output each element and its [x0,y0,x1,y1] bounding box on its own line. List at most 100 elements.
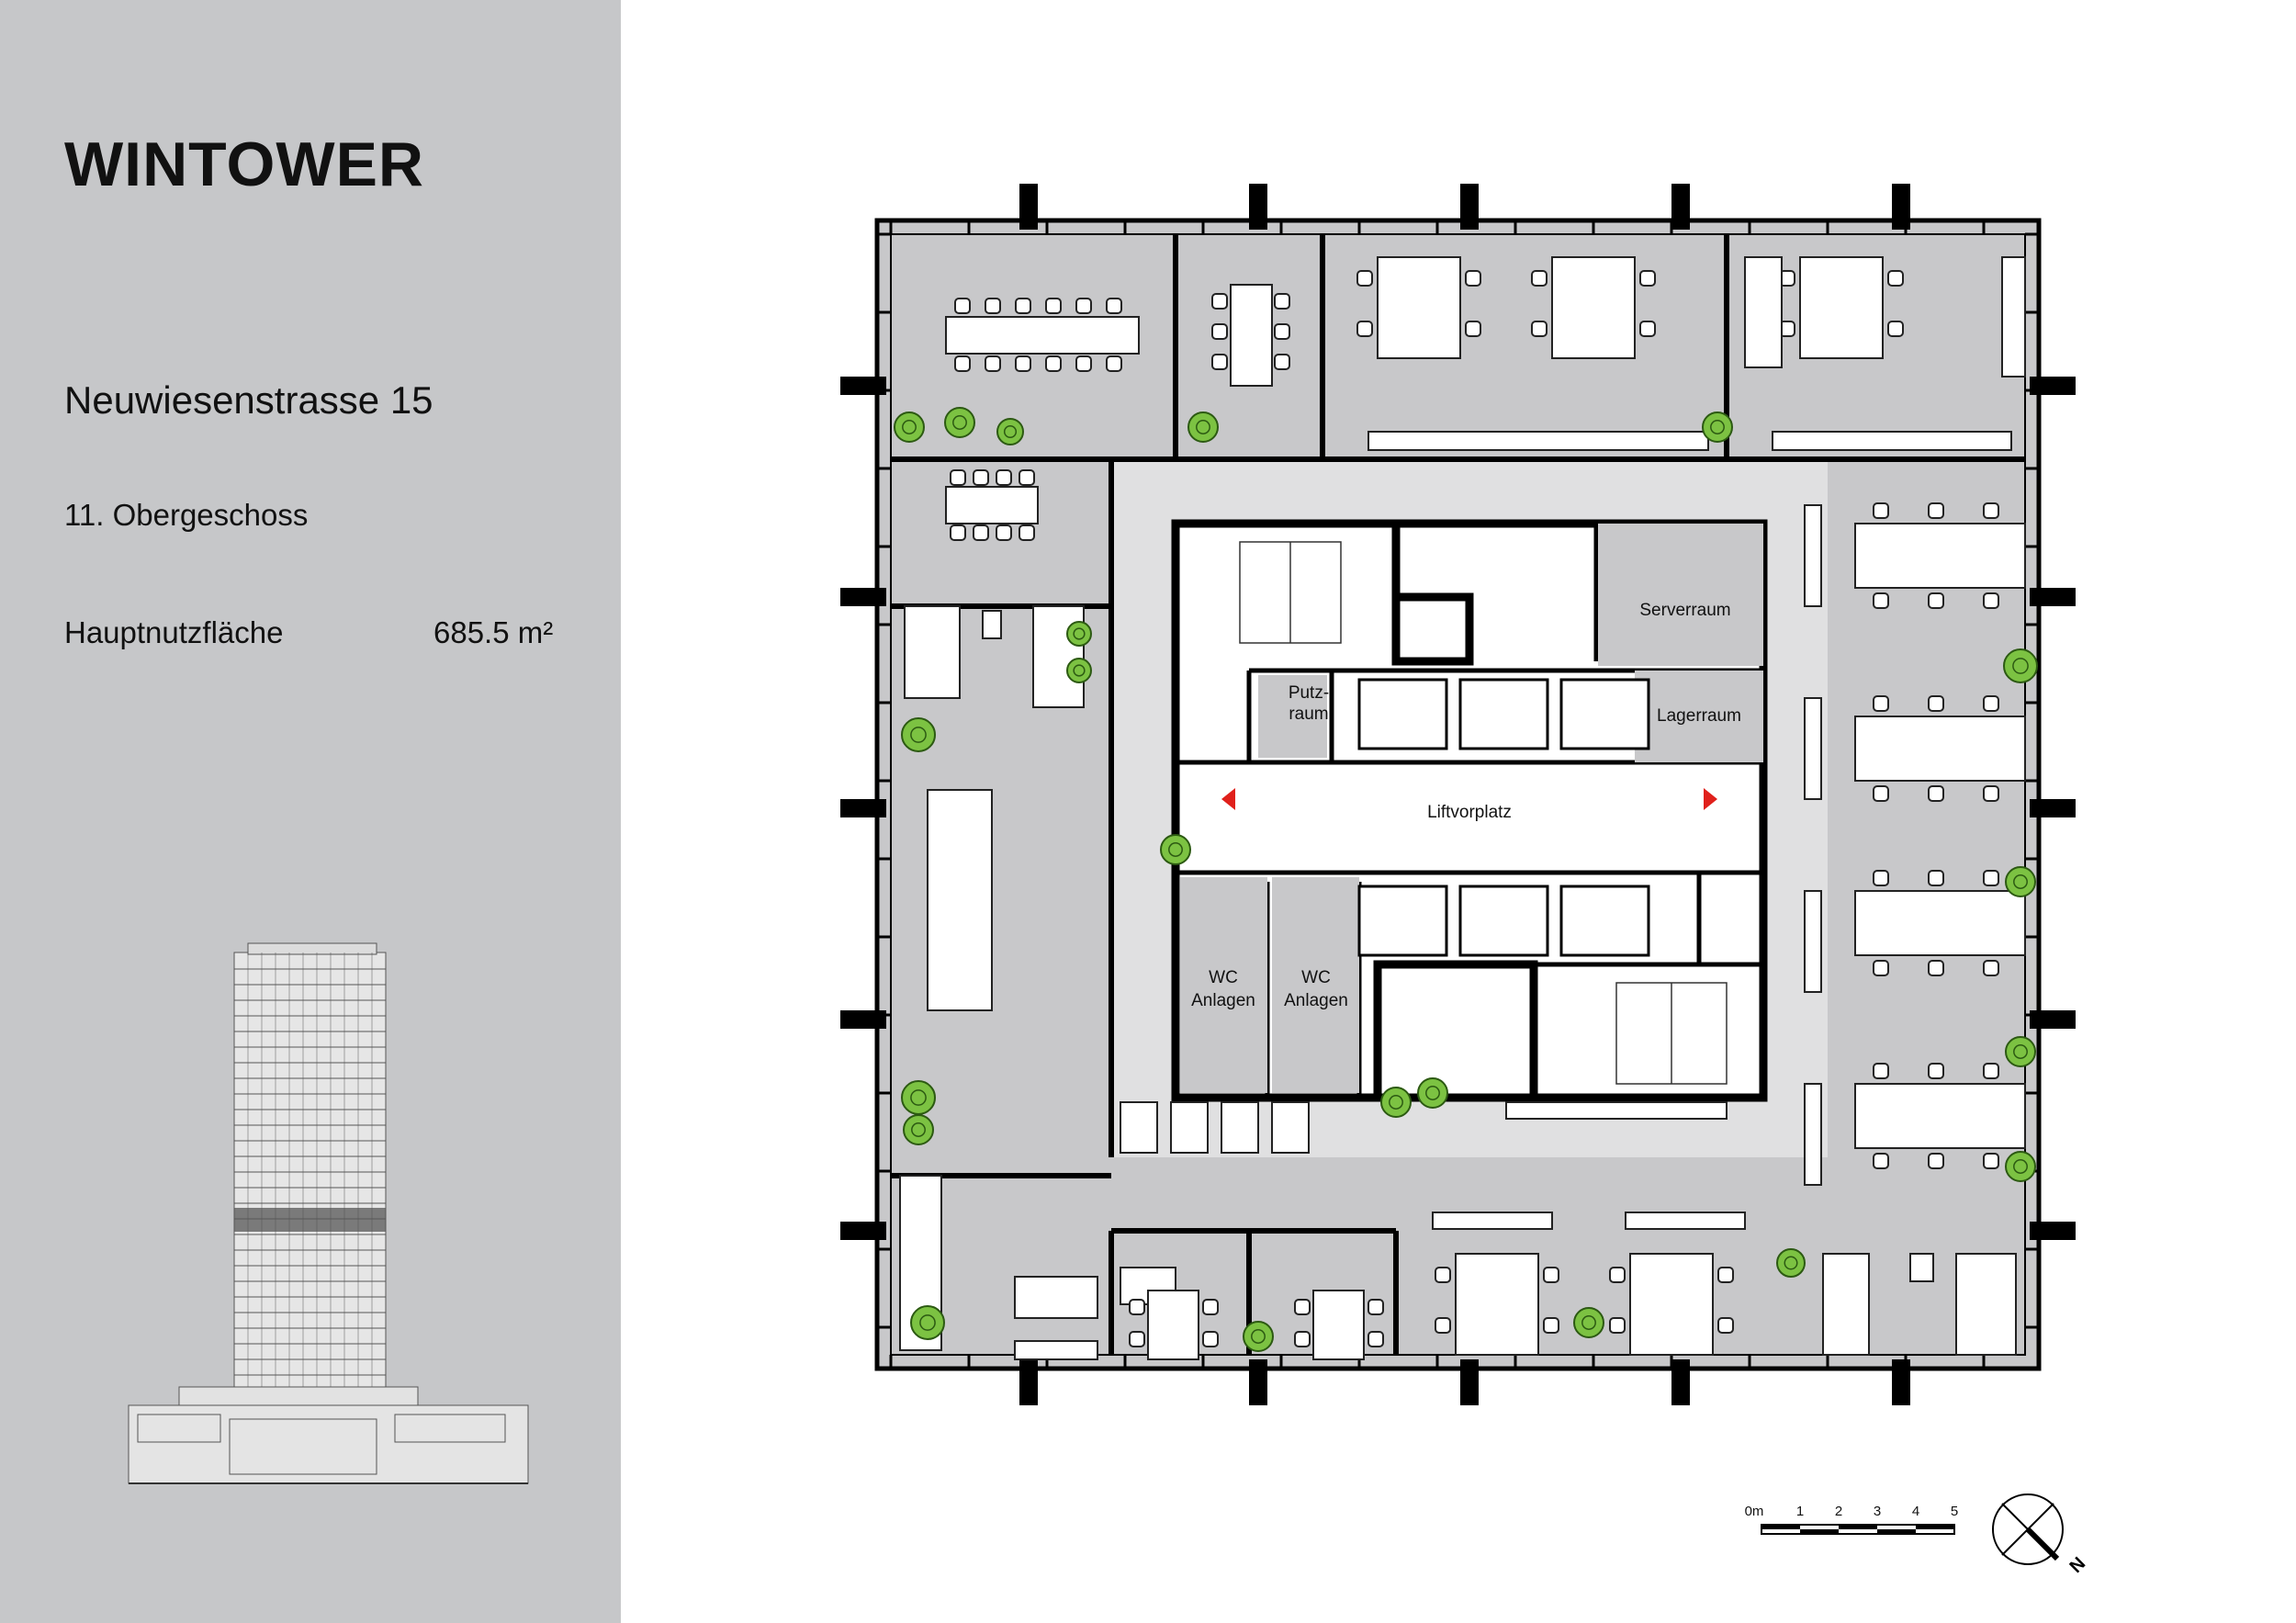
elevators [1357,678,1650,957]
scale-label-1: 1 [1796,1504,1804,1519]
chair [1717,1317,1734,1334]
chair [950,469,966,486]
desk [1170,1101,1209,1154]
chair [1928,870,1944,886]
chair [1873,960,1889,976]
plant-icon [901,1080,936,1115]
chair [1928,1153,1944,1169]
desk [1120,1101,1158,1154]
column [1019,184,1038,230]
chair [1211,354,1228,370]
chair [1873,870,1889,886]
chair [1543,1267,1559,1283]
column [2030,1222,2076,1240]
desk [1230,284,1273,387]
column [2030,1010,2076,1029]
column [840,1222,886,1240]
chair [1928,785,1944,802]
column [840,799,886,817]
chair [1465,270,1481,287]
plant-icon [1702,411,1733,443]
plant-icon [1160,834,1191,865]
tower-mullion-lines [247,952,373,1401]
scale-bar: 0m 1 2 3 4 5 [1745,1504,1958,1535]
plant-icon [2005,1036,2036,1067]
chair [1106,298,1122,314]
wc-right-label-1: WC [1301,968,1331,987]
cleaning-room-fill [1258,675,1327,758]
desk [1014,1276,1098,1319]
chair [1873,592,1889,609]
chair [1928,1063,1944,1079]
chair [1294,1331,1311,1347]
plant-icon [1243,1321,1274,1352]
plant-icon [1776,1248,1806,1278]
column [840,1010,886,1029]
chair [1639,321,1656,337]
liftvorplatz-label: Liftvorplatz [1427,803,1512,822]
plant-icon [901,717,936,752]
desk [982,610,1002,639]
chair [1873,785,1889,802]
plant-icon [996,418,1024,445]
chair [1609,1267,1626,1283]
tower-floor-lines [234,968,386,1392]
desk [945,316,1140,355]
chair [1106,355,1122,372]
plant-icon [910,1305,945,1340]
chair [1015,355,1031,372]
tower-elevation-drawing [128,942,529,1484]
chair [1019,469,1035,486]
north-label: N [2066,1553,2090,1577]
desk [927,789,993,1011]
server-room-fill [1598,524,1763,666]
chair [1202,1331,1219,1347]
chair [1274,354,1290,370]
desk [1822,1253,1870,1356]
column [1460,1359,1479,1405]
desk [1432,1212,1553,1230]
serverraum-label: Serverraum [1639,601,1730,620]
chair [1129,1299,1145,1315]
desk [904,605,961,699]
desk [1505,1101,1728,1120]
desk [1367,431,1709,451]
chair [1983,1153,1999,1169]
scale-label-5: 5 [1951,1504,1958,1519]
desk [945,486,1039,524]
desk [2001,256,2026,378]
chair [1356,321,1373,337]
chair [1367,1299,1384,1315]
chair [1274,293,1290,310]
chair [1928,960,1944,976]
building-title: WINTOWER [64,130,425,199]
chair [1211,293,1228,310]
chair [1465,321,1481,337]
desk [1377,256,1461,359]
chair [1873,695,1889,712]
facade-mullions [877,220,2039,1369]
desk [1955,1253,2017,1356]
chair [1609,1317,1626,1334]
chair [1356,270,1373,287]
plant-icon [903,1114,934,1145]
column [2030,588,2076,606]
chair [996,469,1012,486]
chair [1717,1267,1734,1283]
chair [1294,1299,1311,1315]
plants [894,407,2038,1352]
chair [954,355,971,372]
column [2030,377,2076,395]
putzraum-label-1: Putz- [1289,683,1329,703]
chair [1887,321,1904,337]
chair [1983,592,1999,609]
desk [1271,1101,1310,1154]
desk [1455,1253,1539,1356]
chair [1435,1317,1451,1334]
chair [1887,270,1904,287]
column [1671,1359,1690,1405]
chair [1983,870,1999,886]
desk [1014,1340,1098,1360]
scale-label-2: 2 [1835,1504,1842,1519]
chair [1873,502,1889,519]
